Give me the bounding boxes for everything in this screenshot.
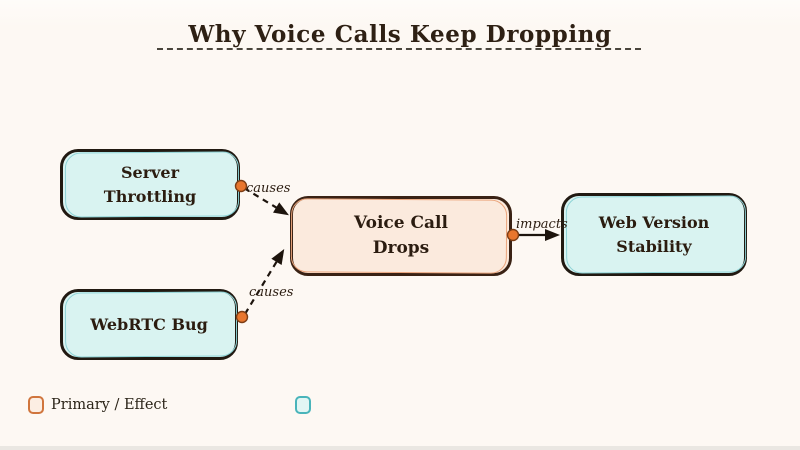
node-label-line: Voice Call (354, 213, 448, 234)
legend-swatch-orange (28, 396, 44, 414)
node-label-line: Throttling (103, 186, 197, 206)
legend-item-secondary (171, 396, 322, 414)
page-title: Why Voice Calls Keep Dropping (188, 21, 612, 48)
legend-item-primary-effect: Primary / Effect (28, 396, 171, 414)
node-voice-call-drops[interactable]: Voice Call Drops (290, 196, 512, 276)
edge-causes-1: causes (234, 179, 291, 216)
node-server-throttling[interactable]: Server Throttling (60, 149, 240, 220)
edge-causes-2: causes (235, 249, 294, 324)
node-label-line: Stability (616, 236, 692, 256)
edge-label-causes-1: causes (246, 181, 291, 196)
node-label-line: Server (120, 163, 180, 183)
node-label-line: Web Version (598, 213, 710, 233)
connector-dot (235, 310, 249, 324)
node-web-version-stability[interactable]: Web Version Stability (561, 193, 747, 276)
title-underline (157, 48, 641, 50)
edge-label-causes-2: causes (249, 285, 294, 300)
bottom-edge (0, 446, 800, 450)
edge-impacts: impacts (506, 217, 568, 242)
legend: Primary / Effect (28, 396, 322, 414)
node-label-line: Drops (372, 238, 430, 258)
legend-label: Primary / Effect (51, 397, 168, 413)
node-webrtc-bug[interactable]: WebRTC Bug (60, 289, 238, 360)
node-label-line: WebRTC Bug (90, 314, 208, 334)
legend-swatch-cyan (295, 396, 312, 414)
